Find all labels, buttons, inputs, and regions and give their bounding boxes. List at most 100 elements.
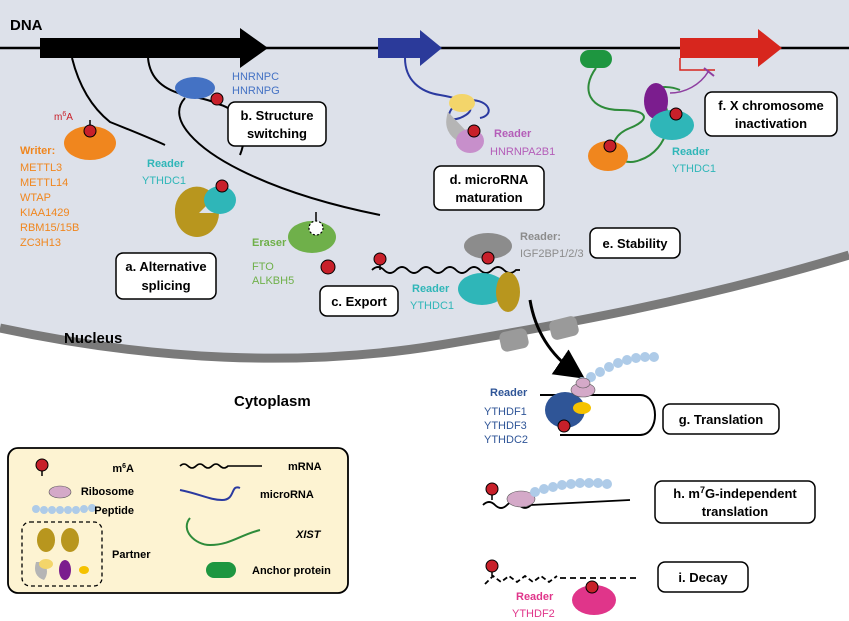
ythdc1-label-splicing: YTHDC1 [142,175,186,187]
box-structure-switching: b. Structure switching [227,101,327,147]
ythdf2-reader [572,585,616,615]
box-decay: i. Decay [657,561,749,593]
hnrnp-item: HNRNPC [232,71,279,83]
cytoplasm-label: Cytoplasm [234,393,311,410]
svg-text:b. Structure: b. Structure [241,108,314,123]
m6a-dot-xist-writer [603,139,617,153]
peptide-chain-m7g [530,478,612,497]
reader-title-export: Reader [412,283,450,295]
repression-bar [703,67,715,77]
ribosome-small [575,377,591,389]
eraser-enzyme [288,221,336,253]
gene-arrow-red [680,29,782,67]
m6a-dot-decay [585,580,599,594]
m6a-dot-m7g [485,482,499,496]
svg-text:i. Decay: i. Decay [678,570,728,585]
repression-arc [669,71,709,94]
eraser-item: ALKBH5 [252,275,294,287]
legend-box: m6A Ribosome Peptide Partner mRNA microR… [7,447,349,594]
partner-purple [644,83,668,119]
svg-text:switching: switching [247,126,307,141]
legend-m6a-label: m6A [112,463,134,475]
box-export: c. Export [319,285,399,317]
gene-arrow-blue [378,30,442,66]
legend-partner-small-yellow [79,566,89,574]
svg-text:e. Stability: e. Stability [602,236,668,251]
m6a-annotation: m6A [54,111,73,123]
ribosome-m7g [506,490,536,508]
box-x-inactivation: f. X chromosome inactivation [704,91,838,137]
mrna-export-wave [371,266,520,274]
legend-ribosome-icon [48,485,72,499]
m6a-dot-xist [669,107,683,121]
dna-label: DNA [10,17,43,34]
eraser-title: Eraser [252,237,287,249]
erased-m6a-site [308,220,324,236]
microrna-strand [404,57,490,121]
legend-m6a-icon [35,458,49,472]
eraser-item: FTO [252,261,274,273]
nuclear-pore [499,316,579,352]
mrna-loop-translation [540,394,656,436]
hnrnp-reader [175,77,215,99]
igf2bp-reader [464,233,512,259]
legend-partner-yellow [39,559,53,569]
writer-list: Writer: METTL3 METTL14 WTAP KIAA1429 RBM… [20,145,79,249]
writer-item: METTL3 [20,162,62,174]
writer-complex [64,126,116,160]
svg-text:h. m7G-independent: h. m7G-independent [673,485,797,501]
mrna-decay [484,574,558,585]
legend-microrna-icon [179,486,241,502]
ythdf2-label: YTHDF2 [512,608,555,620]
ythdf-item: YTHDF3 [484,420,527,432]
ythdc1-reader-export [458,273,506,305]
hnrnp-item: HNRNPG [232,85,280,97]
reader-title-translation: Reader [490,387,528,399]
m6a-dot-decay-left [485,559,499,573]
ythdf-item: YTHDF1 [484,406,527,418]
partner-export [496,272,520,312]
ythdf-item: YTHDC2 [484,434,528,446]
legend-microrna-label: microRNA [260,489,314,501]
svg-text:g. Translation: g. Translation [679,412,764,427]
writer-item: RBM15/15B [20,222,79,234]
svg-text:splicing: splicing [141,278,190,293]
ythdc1-label-export: YTHDC1 [410,300,454,312]
box-stability: e. Stability [589,227,681,259]
box-microrna-maturation: d. microRNA maturation [433,165,545,211]
m6a-dot-translation [557,419,571,433]
writer-item: METTL14 [20,177,68,189]
svg-text:f. X chromosome: f. X chromosome [718,98,823,113]
legend-partner-icon [61,528,79,552]
ythdc1-reader-xist [650,110,694,140]
reader-title-splicing: Reader [147,158,185,170]
m6a-dot-export [481,251,495,265]
legend-mrna-label: mRNA [288,461,322,473]
m6a-dot-splicing [215,179,229,193]
box-translation: g. Translation [662,403,780,435]
ythdc1-reader-splicing [204,186,236,214]
legend-xist-icon [185,517,261,547]
box-m7g-translation: h. m7G-independent translation [654,480,816,524]
legend-partner-label: Partner [112,549,151,561]
m6a-dot-microrna [467,124,481,138]
reader-title-stability: Reader: [520,231,561,243]
legend-peptide-icon [32,504,96,514]
nucleus-label: Nucleus [64,330,122,347]
igf2bp-label: IGF2BP1/2/3 [520,248,584,260]
anchor-protein [580,50,612,68]
legend-peptide-label: Peptide [94,505,134,517]
mrna-m7g [482,499,631,509]
legend-partner-icon [37,528,55,552]
nuclear-envelope [0,250,849,363]
writer-item: KIAA1429 [20,207,70,219]
reader-title-decay: Reader [516,591,554,603]
hnrnpa2b1-label: HNRNPA2B1 [490,146,555,158]
reader-title-xist: Reader [672,146,710,158]
legend-mrna-icon [179,463,262,469]
m6a-dot-writer [83,124,97,138]
legend-anchor-icon [206,562,236,578]
svg-text:d. microRNA: d. microRNA [450,172,529,187]
